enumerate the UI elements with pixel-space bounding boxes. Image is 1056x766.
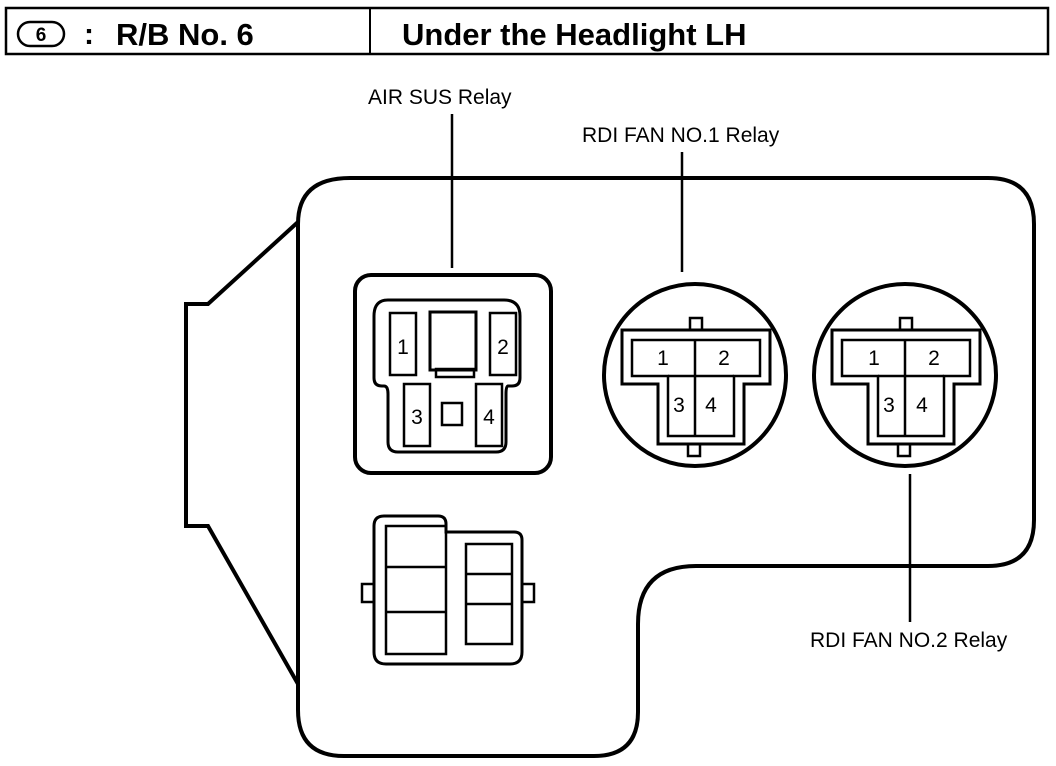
rdi-fan-1-pin-2: 2 xyxy=(718,347,730,370)
air-sus-center-hole xyxy=(440,401,464,427)
air-sus-pin-4-slot xyxy=(474,382,504,448)
connector-right-block xyxy=(464,542,514,646)
air-sus-relay: AIR SUS Relay 1 2 3 4 xyxy=(353,86,553,475)
air-sus-center-key-base xyxy=(434,367,476,379)
connector-left-tab xyxy=(360,582,376,604)
rdi-fan-2-pin-3: 3 xyxy=(883,394,895,417)
air-sus-pin-1: 1 xyxy=(397,336,409,359)
air-sus-relay-label: AIR SUS Relay xyxy=(368,86,512,109)
rdi-fan-2-pin-2: 2 xyxy=(928,347,940,370)
header-separator: : xyxy=(84,18,94,51)
header-block-name: R/B No. 6 xyxy=(116,17,254,52)
header-frame xyxy=(4,6,1050,56)
rdi-fan-1-bottom-tab xyxy=(686,442,702,458)
rdi-fan-2-socket-outer xyxy=(830,328,982,446)
air-sus-pin-4: 4 xyxy=(483,406,495,429)
connector xyxy=(360,514,536,666)
rdi-fan-2-pin-1: 1 xyxy=(868,347,880,370)
connector-outer xyxy=(372,514,524,666)
mounting-bracket xyxy=(184,220,300,685)
rdi-fan-2-pin-4: 4 xyxy=(916,394,928,417)
air-sus-pin-3-slot xyxy=(402,382,432,448)
rdi-fan-2-socket-inner xyxy=(840,338,972,438)
header-bar: 6 : R/B No. 6 Under the Headlight LH xyxy=(4,6,1050,56)
rdi-fan-1-pin-4: 4 xyxy=(705,394,717,417)
air-sus-pin-2: 2 xyxy=(497,336,509,359)
relay-block-housing xyxy=(184,176,1036,758)
header-number-badge xyxy=(16,20,66,48)
header-number: 6 xyxy=(36,25,47,46)
rdi-fan-2-relay: 1 2 3 4 RDI FAN NO.2 Relay xyxy=(810,282,1008,652)
connector-right-tab xyxy=(520,582,536,604)
rdi-fan-1-top-tab xyxy=(688,316,704,332)
rdi-fan-2-socket-circle xyxy=(812,282,998,468)
rdi-fan-1-relay-label: RDI FAN NO.1 Relay xyxy=(582,124,780,147)
rdi-fan-1-socket-inner xyxy=(630,338,762,438)
air-sus-pin-3: 3 xyxy=(411,406,423,429)
header-location: Under the Headlight LH xyxy=(402,17,746,52)
rdi-fan-2-bottom-tab xyxy=(896,442,912,458)
rdi-fan-1-pin-3: 3 xyxy=(673,394,685,417)
rdi-fan-1-socket-circle xyxy=(602,282,788,468)
rdi-fan-1-socket-outer xyxy=(620,328,772,446)
housing-outline xyxy=(296,176,1036,758)
air-sus-pin-1-slot xyxy=(388,311,418,377)
air-sus-socket-outer xyxy=(353,273,553,475)
rdi-fan-2-relay-label: RDI FAN NO.2 Relay xyxy=(810,629,1008,652)
connector-left-block xyxy=(384,524,448,656)
rdi-fan-2-top-tab xyxy=(898,316,914,332)
rdi-fan-1-relay: RDI FAN NO.1 Relay 1 2 3 4 xyxy=(582,124,788,468)
air-sus-pin-2-slot xyxy=(488,311,518,377)
air-sus-center-key xyxy=(428,310,478,372)
air-sus-socket-inner xyxy=(372,298,522,454)
rdi-fan-1-pin-1: 1 xyxy=(657,347,669,370)
